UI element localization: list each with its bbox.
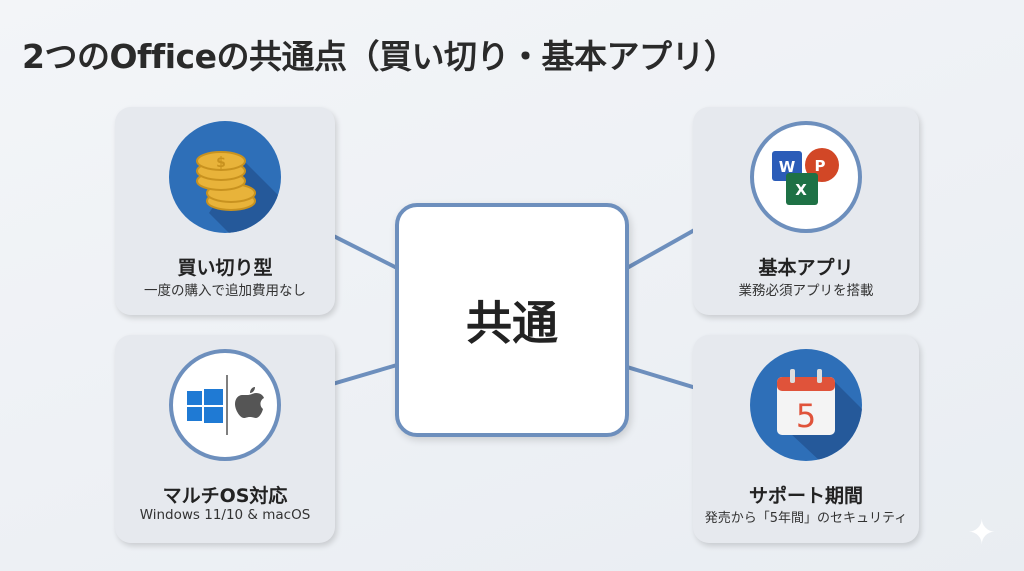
card-subtitle: 発売から「5年間」のセキュリティ <box>704 511 908 526</box>
svg-text:W: W <box>779 158 796 176</box>
card-support: 5 サポート期間 発売から「5年間」のセキュリティ <box>693 335 919 543</box>
card-title: 買い切り型 <box>177 257 273 279</box>
office-apps-icon: W P X <box>750 121 862 233</box>
card-subtitle: Windows 11/10 & macOS <box>139 507 311 523</box>
svg-text:5: 5 <box>796 397 816 435</box>
card-title: マルチOS対応 <box>162 485 288 507</box>
svg-text:P: P <box>815 157 826 175</box>
coins-icon: $ <box>169 121 281 233</box>
calendar-icon: 5 <box>750 349 862 461</box>
windows-apple-icon <box>169 349 281 461</box>
card-title: サポート期間 <box>748 485 863 507</box>
center-node: 共通 <box>395 203 629 437</box>
sparkle-icon: ✦ <box>967 513 997 553</box>
page-title: 2つのOfficeの共通点（買い切り・基本アプリ） <box>22 37 737 76</box>
card-apps: W P X 基本アプリ 業務必須アプリを搭載 <box>693 107 919 315</box>
card-subtitle: 一度の購入で追加費用なし <box>144 283 306 299</box>
svg-text:X: X <box>795 181 807 199</box>
card-purchase: $ 買い切り型 一度の購入で追加費用なし <box>115 107 335 315</box>
svg-text:$: $ <box>216 155 226 171</box>
card-title: 基本アプリ <box>758 257 854 279</box>
card-subtitle: 業務必須アプリを搭載 <box>738 283 874 299</box>
card-multi-os: マルチOS対応 Windows 11/10 & macOS <box>115 335 335 543</box>
